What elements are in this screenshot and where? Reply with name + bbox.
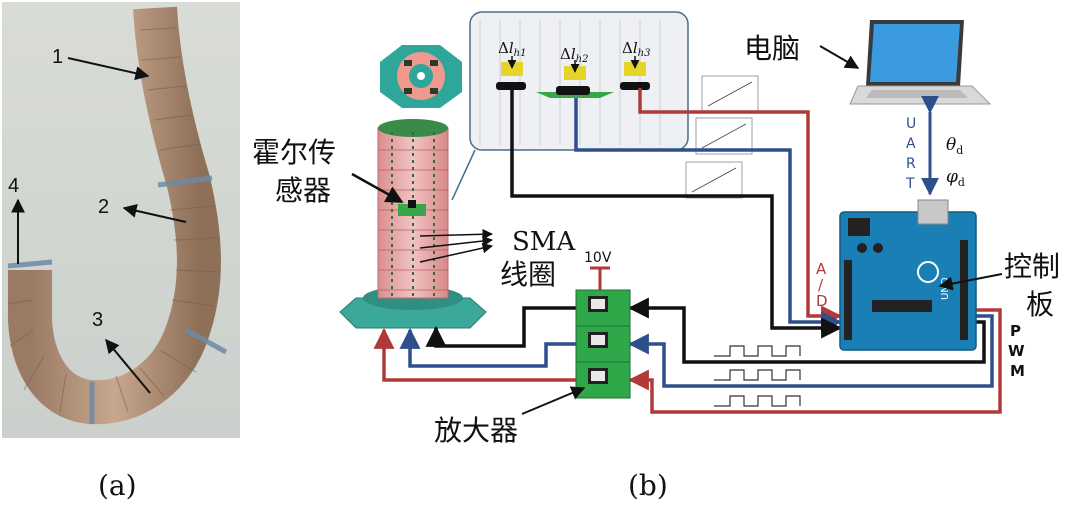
controller-label-line1: 控制 bbox=[1004, 250, 1060, 283]
sma-arrow-2 bbox=[419, 235, 494, 249]
photo-label-3: 3 bbox=[92, 309, 103, 331]
hall-sensor-label-line2: 感器 bbox=[275, 174, 331, 207]
sma-arrow-1 bbox=[419, 229, 494, 240]
wire-black-sensor bbox=[510, 90, 843, 339]
svg-text:A: A bbox=[816, 260, 827, 278]
svg-text:A: A bbox=[906, 136, 916, 152]
photo-arrow-3 bbox=[105, 338, 151, 394]
photo-arrow-2 bbox=[122, 203, 187, 223]
control-board: UNO bbox=[839, 199, 977, 351]
computer-arrow bbox=[819, 45, 860, 69]
sensor-cross-section bbox=[380, 45, 462, 108]
caption-b: (b) bbox=[628, 469, 668, 502]
delta-lh2-label: Δlh2 bbox=[560, 45, 588, 65]
sma-label-line2: 线圈 bbox=[500, 258, 556, 291]
svg-text:D: D bbox=[816, 292, 828, 310]
delta-lh1-label: Δlh1 bbox=[498, 39, 526, 59]
photo-label-1: 1 bbox=[52, 46, 63, 68]
sma-label-line1: SMA bbox=[512, 227, 576, 257]
svg-text:U: U bbox=[906, 116, 916, 132]
phi-d-label: φd bbox=[946, 167, 965, 189]
svg-text:/: / bbox=[818, 276, 824, 294]
computer-label: 电脑 bbox=[744, 32, 800, 65]
board-uno-text: UNO bbox=[940, 277, 951, 300]
amplifier-arrow bbox=[521, 386, 586, 415]
sma-actuator-cylinder bbox=[339, 119, 487, 329]
caption-a: (a) bbox=[98, 469, 137, 502]
wire-red-amp bbox=[373, 327, 576, 382]
hall-sensor-label-line1: 霍尔传 bbox=[252, 136, 336, 169]
sensor-zoom-callout: Δlh1 Δlh2 Δlh3 bbox=[451, 11, 689, 201]
svg-text:W: W bbox=[1008, 342, 1025, 360]
wire-blue-amp bbox=[399, 327, 576, 368]
segment-ridges bbox=[7, 27, 221, 413]
segment-rings bbox=[7, 175, 228, 424]
photo-label-4: 4 bbox=[8, 175, 19, 197]
hall-sensor-arrow bbox=[351, 172, 404, 204]
photo-panel-a: 1 2 3 4 bbox=[2, 2, 240, 438]
photo-label-2: 2 bbox=[98, 196, 109, 218]
controller-label-line2: 板 bbox=[1026, 288, 1054, 321]
svg-text:P: P bbox=[1010, 322, 1021, 340]
schematic-panel-b: Δlh1 Δlh2 Δlh3 bbox=[252, 11, 1060, 447]
wire-black-pwm bbox=[627, 297, 986, 364]
svg-text:R: R bbox=[906, 156, 916, 172]
controller-arrow bbox=[938, 273, 1003, 291]
laptop-computer bbox=[849, 20, 992, 105]
delta-lh3-label: Δlh3 bbox=[622, 39, 650, 59]
calibration-plots bbox=[685, 75, 759, 199]
uart-letters: U A R T bbox=[905, 116, 916, 192]
wire-blue-sensor bbox=[574, 98, 843, 333]
wire-black-amp bbox=[425, 306, 576, 348]
sma-arrow-3 bbox=[419, 242, 494, 263]
svg-text:M: M bbox=[1010, 362, 1025, 380]
hall-sensor-chip bbox=[398, 204, 426, 216]
amplifier-label: 放大器 bbox=[434, 414, 518, 447]
voltage-10v-label: 10V bbox=[584, 250, 612, 266]
photo-arrow-1 bbox=[67, 57, 150, 81]
pwm-letters: P W M bbox=[1008, 322, 1025, 380]
wire-blue-pwm bbox=[627, 314, 994, 388]
ad-letters: A / D bbox=[816, 260, 828, 310]
theta-d-label: θd bbox=[946, 135, 963, 157]
amplifier-stack bbox=[575, 289, 631, 399]
svg-text:T: T bbox=[905, 176, 915, 192]
wire-red-pwm bbox=[627, 308, 1002, 414]
wire-red-sensor bbox=[638, 88, 843, 327]
wires bbox=[373, 88, 1002, 414]
pwm-waveforms bbox=[714, 345, 801, 407]
